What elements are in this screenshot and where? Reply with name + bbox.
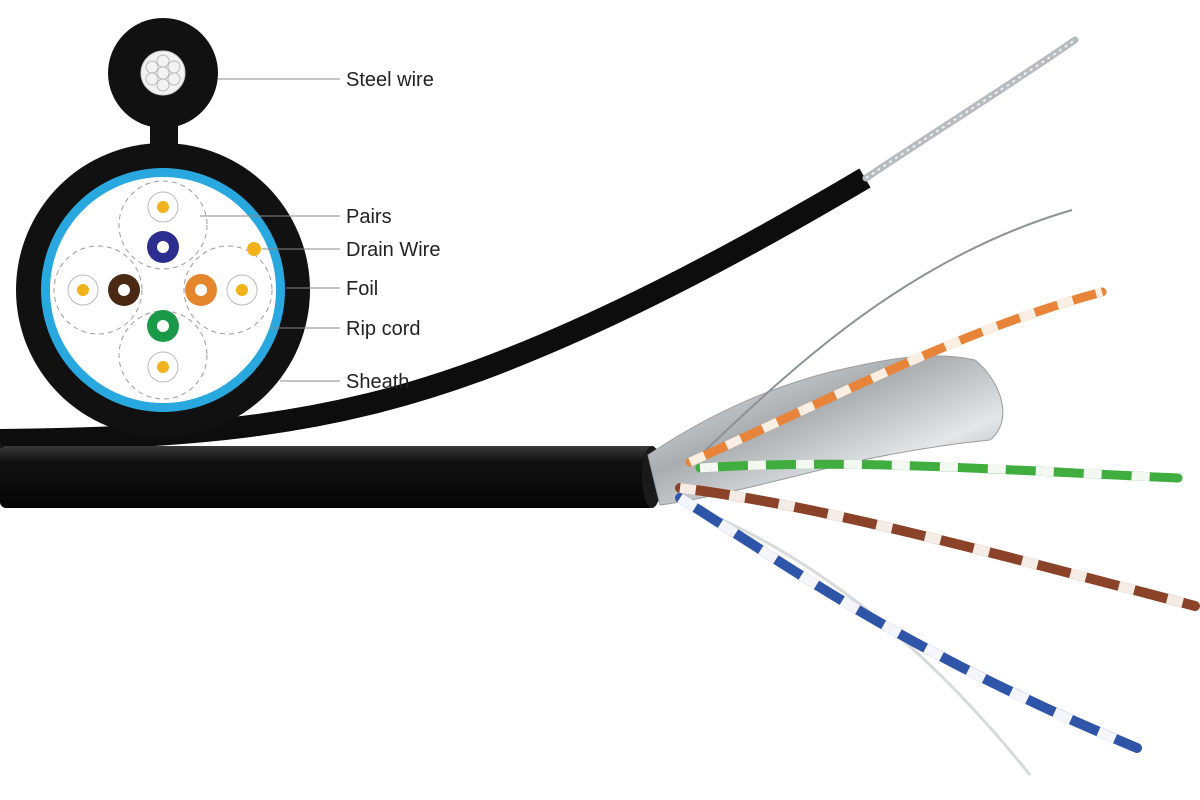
label-sheath: Sheath bbox=[346, 371, 409, 393]
label-drain-wire: Drain Wire bbox=[346, 239, 440, 261]
cross-section: Steel wire Pairs Drain Wire Foil Rip cor… bbox=[16, 18, 440, 437]
label-foil: Foil bbox=[346, 278, 378, 300]
main-cable-jacket bbox=[0, 446, 655, 508]
pair-orange bbox=[185, 274, 258, 306]
drain-wire-strand bbox=[689, 209, 1073, 466]
pair-brown bbox=[67, 274, 140, 306]
pair-blue bbox=[147, 191, 179, 263]
steel-wire-core bbox=[140, 50, 186, 96]
drain-wire-dot bbox=[247, 242, 261, 256]
label-pairs: Pairs bbox=[346, 206, 392, 228]
label-rip-cord: Rip cord bbox=[346, 318, 420, 340]
foil-shield bbox=[647, 355, 1004, 506]
orange-pair bbox=[685, 287, 1107, 467]
label-steel-wire: Steel wire bbox=[346, 69, 434, 91]
pair-green bbox=[147, 310, 179, 383]
cable-photo bbox=[0, 36, 1200, 776]
